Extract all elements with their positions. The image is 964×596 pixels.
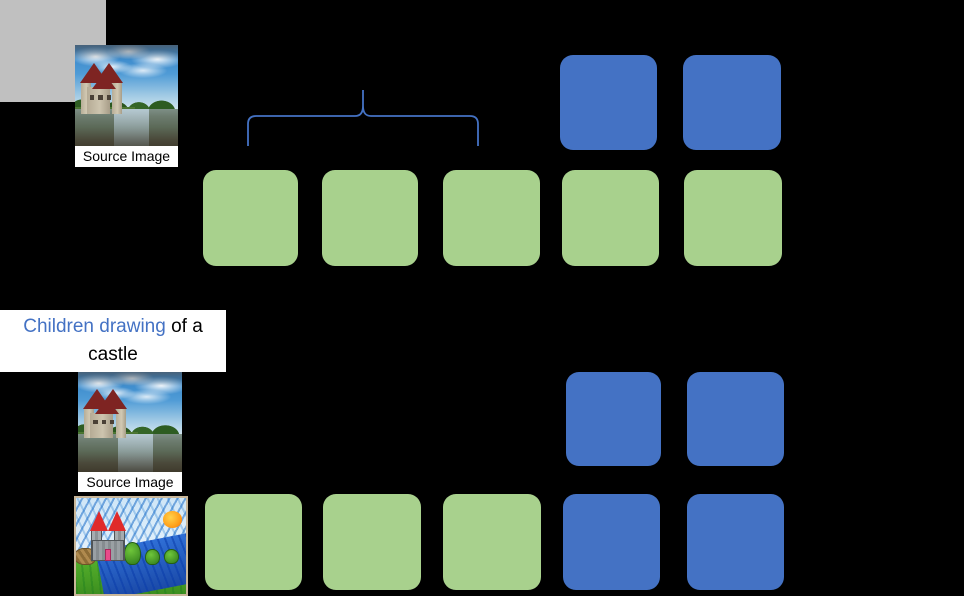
tile-bottom-row2-col4[interactable] [563,494,660,590]
tile-bottom-row2-col5[interactable] [687,494,784,590]
tile-bottom-row2-col2[interactable] [323,494,421,590]
drawing-roof-left [90,511,108,531]
drawing-bush-1 [124,542,141,565]
children-drawing-image [74,496,188,596]
tile-bottom-row1-col5[interactable] [687,372,784,466]
photo-sky-shadow-2 [78,372,182,386]
photo-window-6 [110,420,114,424]
tile-top-row1-col4[interactable] [560,55,657,150]
tile-top-row2-col1[interactable] [203,170,298,266]
tile-top-row2-col4[interactable] [562,170,659,266]
photo-roof-center [92,73,116,89]
photo-window-2 [98,95,102,99]
tile-top-row2-col5[interactable] [684,170,782,266]
photo-window-5 [102,420,106,424]
tile-bottom-row2-col1[interactable] [205,494,302,590]
source-image-card-top [75,45,178,149]
photo-window-1 [90,95,94,99]
drawing-castle-door [105,549,112,561]
grouping-brace [246,88,480,146]
caption-box: Children drawing of a castle [0,310,226,372]
photo-roof-center-2 [95,398,119,414]
photo-sky-shadow [75,45,178,60]
drawing-castle [89,521,126,561]
tile-bottom-row2-col3[interactable] [443,494,541,590]
castle-photo-top [75,45,178,149]
photo-window-4 [93,420,97,424]
source-image-label-bottom: Source Image [78,472,182,492]
photo-castle-keep-2 [90,413,113,438]
photo-castle [81,78,122,113]
caption-text: Children drawing of a castle [0,313,226,369]
drawing-sun [163,511,182,527]
tile-bottom-row1-col4[interactable] [566,372,661,466]
drawing-bush-2 [145,549,159,565]
photo-window-3 [107,95,111,99]
tile-top-row2-col2[interactable] [322,170,418,266]
photo-water-reflection [114,109,149,149]
drawing-bush-3 [164,549,179,564]
photo-castle-keep [87,87,110,113]
castle-photo-bottom [78,372,182,472]
photo-castle-2 [84,404,126,438]
source-image-card-bottom [78,372,182,472]
tile-top-row1-col5[interactable] [683,55,781,150]
tile-top-row2-col3[interactable] [443,170,540,266]
caption-highlight: Children drawing [23,316,166,337]
source-image-label-top: Source Image [75,146,178,167]
photo-water-reflection-2 [118,434,153,472]
drawing-roof-right [108,511,126,531]
